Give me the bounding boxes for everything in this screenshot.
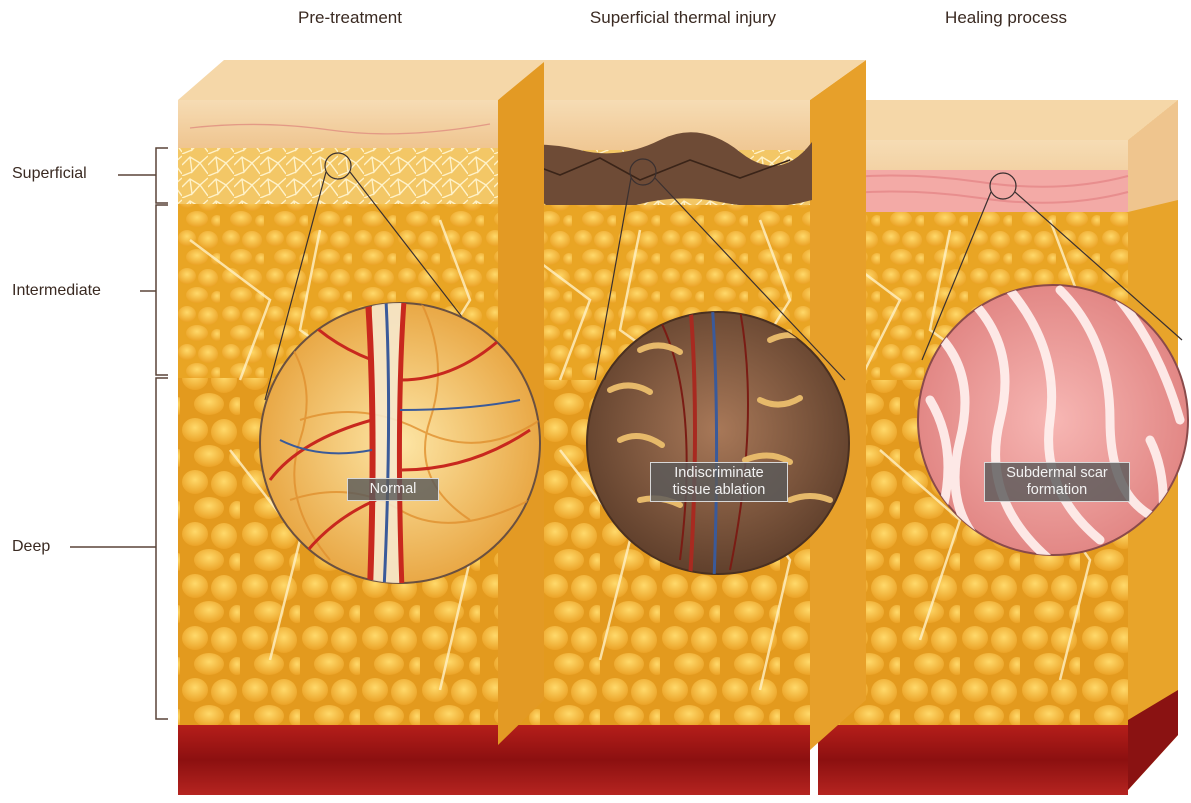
panel-title-thermal-injury: Superficial thermal injury [548,8,818,28]
intermediate-bracket [156,205,168,375]
callout-ablation: Indiscriminate tissue ablation [650,462,788,502]
layer-label-superficial: Superficial [12,165,87,183]
callout-normal: Normal [347,478,439,501]
layer-label-deep: Deep [12,538,50,556]
superficial-bracket [156,148,168,203]
layer-brackets [70,148,168,719]
healing-block-top [818,100,1178,140]
panel-title-pre-treatment: Pre-treatment [270,8,430,28]
panel-title-healing: Healing process [916,8,1096,28]
pre-treatment-block-top [178,60,544,100]
callout-scar: Subdermal scar formation [984,462,1130,502]
injury-block-top [498,60,866,100]
deep-bracket [156,378,168,719]
layer-label-intermediate: Intermediate [12,282,101,300]
